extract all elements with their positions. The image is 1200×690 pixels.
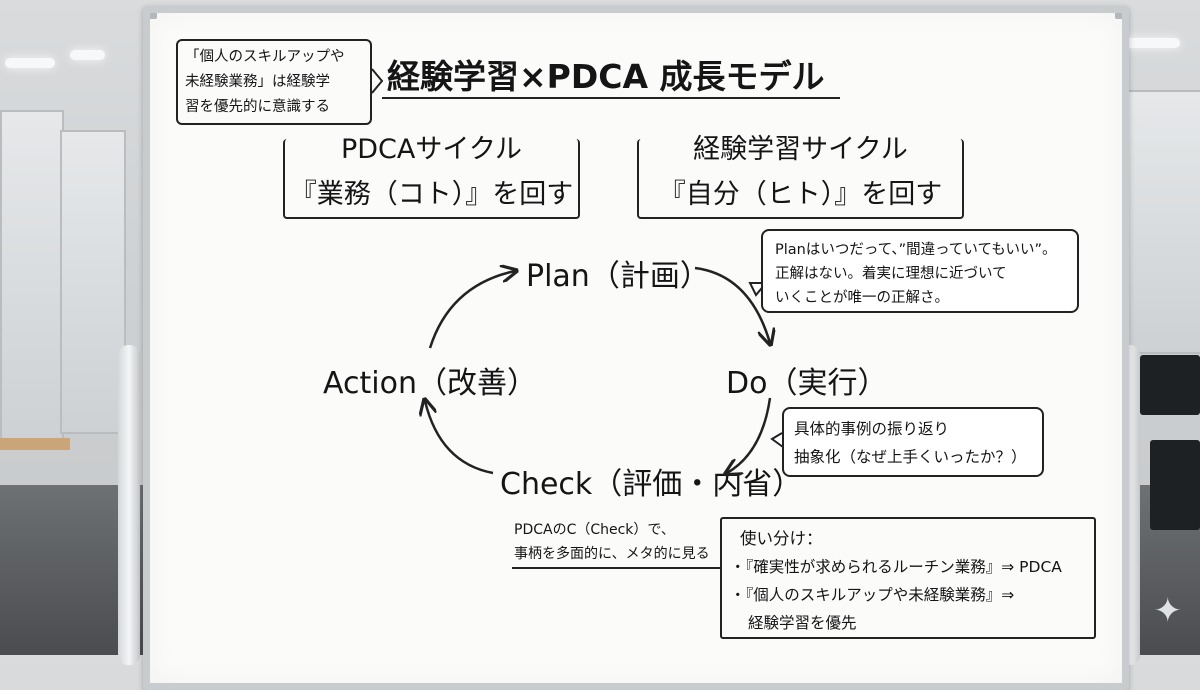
arrow-check-to-action — [425, 401, 494, 475]
do-note-line: 抽象化（なぜ上手くいったか？） — [794, 448, 1027, 466]
usage-line-pdca: ・『確実性が求められるルーチン業務』⇒ PDCA — [730, 558, 1062, 576]
title-pointer — [371, 68, 384, 94]
pdca-box-subtitle: 『業務（コト）』を回す — [289, 179, 574, 210]
board-corner — [150, 13, 157, 19]
office-monitor — [1140, 355, 1200, 415]
ceiling-light — [1120, 38, 1180, 48]
check-note-line: 事柄を多面的に、メタ的に見る — [514, 546, 710, 562]
arrow-action-to-plan — [428, 271, 515, 349]
office-monitor — [1150, 440, 1200, 530]
do-note-line: 具体的事例の振り返り — [794, 420, 950, 438]
pdca-cycle-box: PDCAサイクル 『業務（コト）』を回す — [283, 134, 580, 219]
usage-box: 使い分け： ・『確実性が求められるルーチン業務』⇒ PDCA ・『個人のスキルア… — [720, 517, 1096, 639]
title-underline — [382, 97, 840, 99]
plan-note-line: 正解はない。着実に理想に近づいて — [775, 266, 1007, 282]
exp-box-subtitle: 『自分（ヒト）』を回す — [658, 179, 943, 210]
glass-partition — [1120, 90, 1200, 354]
cycle-plan: Plan（計画） — [526, 259, 710, 294]
check-note-line: PDCAのC（Check）で、 — [514, 522, 675, 538]
glass-partition — [0, 110, 64, 444]
usage-heading: 使い分け： — [740, 529, 823, 548]
plan-note-line: いくことが唯一の正解さ。 — [775, 290, 949, 306]
ceiling-light — [5, 58, 55, 68]
corner-note-line: 習を優先的に意識する — [185, 99, 330, 115]
whiteboard: 「個人のスキルアップや 未経験業務」は経験学 習を優先的に意識する 経験学習×P… — [143, 6, 1129, 690]
plan-note-line: Planはいつだって、”間違っていてもいい”。 — [775, 242, 1057, 258]
glass-partition — [60, 130, 126, 434]
cycle-do: Do（実行） — [726, 366, 888, 401]
do-note-bubble: 具体的事例の振り返り 抽象化（なぜ上手くいったか？） — [782, 407, 1044, 477]
cycle-action: Action（改善） — [323, 366, 537, 401]
arrow-do-to-check — [727, 397, 772, 473]
do-note-tail — [770, 432, 784, 448]
pdca-box-title: PDCAサイクル — [340, 134, 523, 165]
corner-note: 「個人のスキルアップや 未経験業務」は経験学 習を優先的に意識する — [176, 39, 372, 125]
experiential-learning-box: 経験学習サイクル 『自分（ヒト）』を回す — [637, 134, 964, 219]
stand-pole-left — [118, 345, 140, 665]
board-corner — [1115, 13, 1122, 19]
arrow-plan-to-do — [694, 266, 770, 343]
usage-line-experiential: 経験学習を優先 — [748, 614, 857, 632]
cycle-arrows — [150, 13, 784, 569]
usage-line-skill: ・『個人のスキルアップや未経験業務』⇒ — [730, 586, 1015, 604]
sparkle-icon: ✦ — [1153, 591, 1183, 631]
exp-box-title: 経験学習サイクル — [693, 134, 908, 165]
office-desk — [0, 438, 70, 450]
plan-note-bubble: Planはいつだって、”間違っていてもいい”。 正解はない。着実に理想に近づいて… — [761, 229, 1079, 313]
corner-note-line: 未経験業務」は経験学 — [185, 74, 330, 90]
ceiling-light — [70, 50, 105, 60]
page-title: 経験学習×PDCA 成長モデル — [387, 57, 825, 96]
corner-note-line: 「個人のスキルアップや — [185, 49, 345, 65]
cycle-check: Check（評価・内省） — [500, 467, 803, 502]
